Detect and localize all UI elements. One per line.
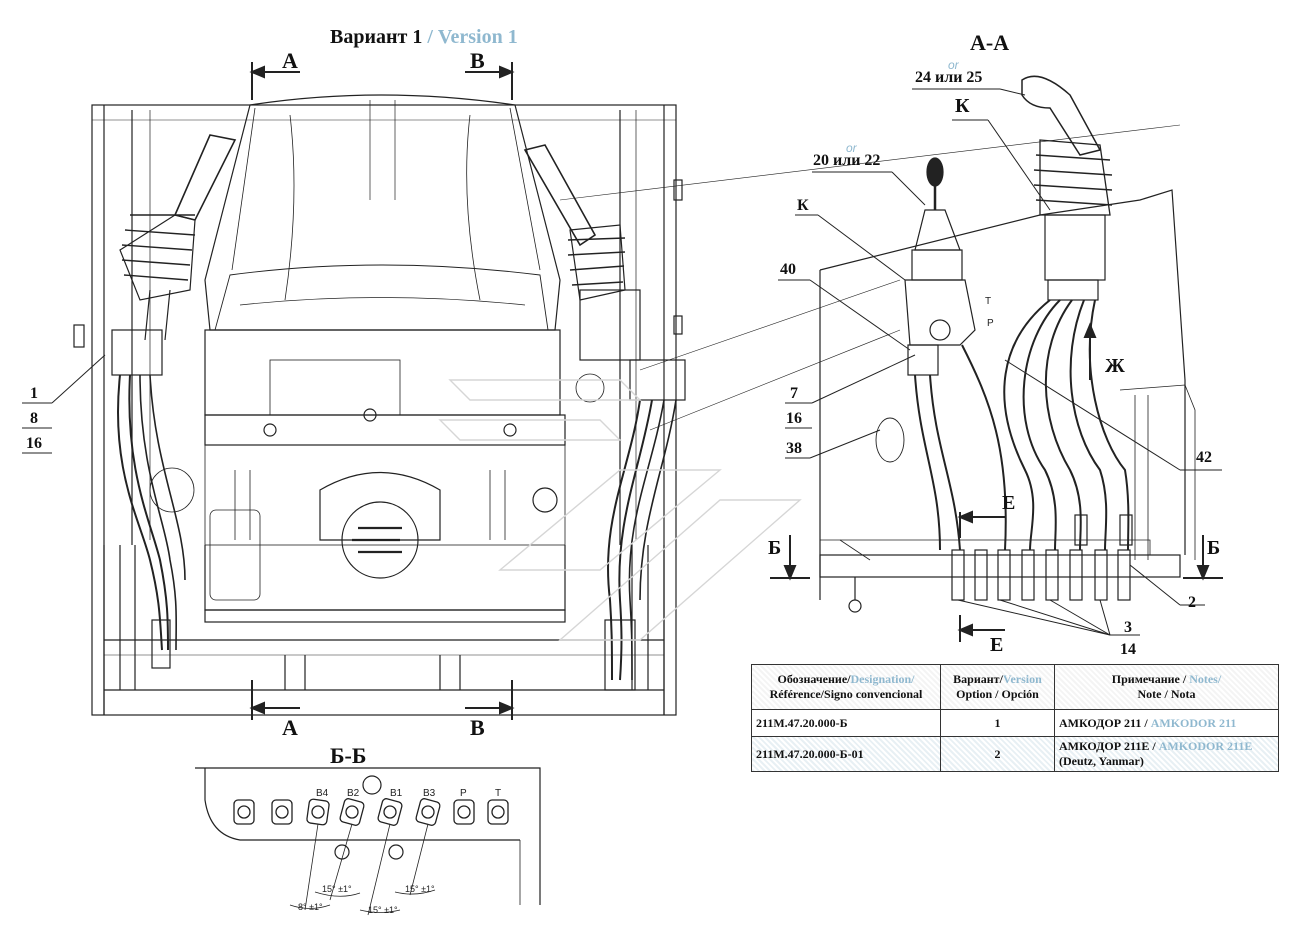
callout-1: 1 [30,385,38,402]
callout-16b: 16 [786,410,802,427]
section-markers-right [770,322,1223,642]
port-b2: B2 [347,788,360,799]
header-version-rest: Option / Opción [956,687,1039,701]
right-joystick [523,144,686,691]
note-extra: (Deutz, Yanmar) [1059,754,1144,768]
or-note-1: or [948,58,959,72]
note-ru: АМКОДОР 211Е / [1059,739,1159,753]
cell-note: АМКОДОР 211Е / AMKODOR 211E (Deutz, Yanm… [1054,736,1279,772]
cell-version: 1 [940,709,1055,737]
header-designation-rest: Référence/Signo convencional [769,687,923,701]
angle-2: 15° ±1° [322,884,352,894]
section-a-top: A [282,48,298,73]
callout-3: 3 [1124,619,1132,636]
title-en: Version 1 [437,26,518,48]
callout-24-25: 24 или 25 [915,69,983,86]
watermark [438,379,802,641]
callout-16: 16 [26,435,42,452]
callout-42: 42 [1196,449,1212,466]
section-b-bottom: B [470,715,485,740]
callout-38: 38 [786,440,802,457]
callout-8: 8 [30,410,38,427]
callout-14: 14 [1120,641,1136,658]
cell-version: 2 [940,736,1055,772]
section-bb-right-marker: Б [1207,537,1221,559]
view-e-bottom: Е [990,634,1004,656]
header-notes-rest: Note / Nota [1137,687,1196,701]
angle-4: 15° ±1° [405,884,435,894]
detail-k-top: К [955,95,970,117]
section-b-top: B [470,48,485,73]
callout-2: 2 [1188,594,1196,611]
detail-k-left: К [797,197,809,214]
angle-1: 8° ±1° [298,902,323,912]
left-joystick [111,134,237,669]
cell-designation: 211М.47.20.000-Б [751,709,941,737]
leaders-right [559,88,1222,636]
title-sep: / [422,26,438,48]
section-bb [195,767,541,916]
port-t: T [495,788,502,799]
port-b3: B3 [423,788,436,799]
header-version-en: Version [1002,672,1042,686]
or-note-2: or [846,141,857,155]
port-p: P [460,788,467,799]
valve-port-t: T [985,296,992,307]
col-notes-header: Примечание / Notes/ Note / Nota [1054,664,1279,710]
header-notes-ru: Примечание / [1111,672,1190,686]
header-designation-en: Designation/ [850,672,915,686]
section-bb-left-marker: Б [768,537,782,559]
col-version-header: Вариант/Version Option / Opción [940,664,1055,710]
note-en: AMKODOR 211 [1150,715,1237,730]
cell-designation: 211М.47.20.000-Б-01 [751,736,941,772]
drawing-title: Вариант 1 / Version 1 [330,27,518,47]
title-ru: Вариант 1 [330,26,423,48]
table-header-row: Обозначение/Designation/ Référence/Signo… [751,664,1279,710]
view-zh: Ж [1105,355,1125,377]
port-b4: B4 [316,788,329,799]
section-a-bottom: A [282,715,298,740]
valve-port-p: P [987,318,994,329]
leaders-left [22,354,106,454]
specification-table: Обозначение/Designation/ Référence/Signo… [751,664,1279,772]
callout-7: 7 [790,385,798,402]
table-row: 211М.47.20.000-Б 1 АМКОДОР 211 / AMKODOR… [751,709,1279,737]
note-ru: АМКОДОР 211 / [1059,715,1151,730]
section-aa-title: А-А [970,30,1010,55]
table-row: 211М.47.20.000-Б-01 2 АМКОДОР 211Е / AMK… [751,736,1279,772]
section-markers [249,62,515,720]
port-b1: B1 [390,788,403,799]
header-notes-en: Notes/ [1189,672,1222,686]
angle-3: 15° ±1° [368,905,398,915]
callout-20-22: 20 или 22 [813,152,881,169]
header-designation-ru: Обозначение/ [777,672,851,686]
seat [149,94,605,601]
note-en: AMKODOR 211E [1158,739,1253,753]
cell-note: АМКОДОР 211 / AMKODOR 211 [1054,709,1279,737]
section-bb-title: Б-Б [330,743,367,768]
section-aa [819,75,1196,613]
callout-40: 40 [780,261,796,278]
view-e-top: Е [1002,492,1016,514]
header-version-ru: Вариант/ [953,672,1003,686]
col-designation-header: Обозначение/Designation/ Référence/Signo… [751,664,941,710]
